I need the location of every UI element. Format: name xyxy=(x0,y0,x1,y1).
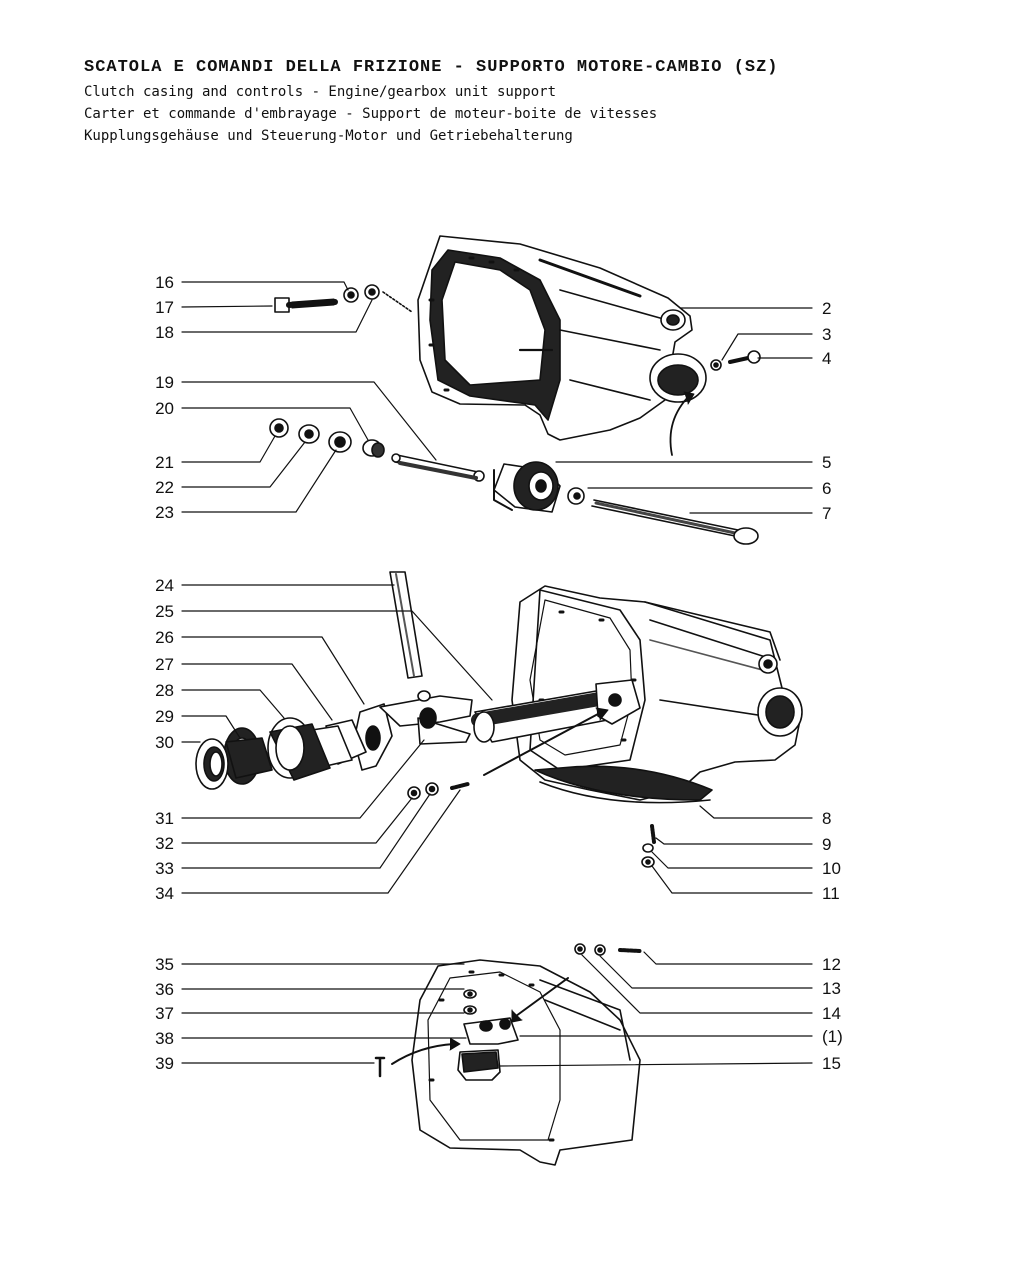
callout-right-2: 4 xyxy=(822,349,831,368)
bolt-set-16-18 xyxy=(274,284,413,313)
callout-right-4: 6 xyxy=(822,479,831,498)
callout-left-15: 31 xyxy=(155,809,174,828)
callout-left-10: 26 xyxy=(155,628,174,647)
callout-right-7: 9 xyxy=(822,835,831,854)
callout-left-17: 33 xyxy=(155,859,174,878)
callout-left-0: 16 xyxy=(155,273,174,292)
callout-left-6: 22 xyxy=(155,478,174,497)
callout-right-8: 10 xyxy=(822,859,841,878)
callout-left-3: 19 xyxy=(155,373,174,392)
bolt-set-3-4 xyxy=(710,350,761,371)
callout-left-1: 17 xyxy=(155,298,174,317)
callout-labels: 1617181920212223242526272829303132333435… xyxy=(155,273,843,1073)
gearbox-housing-middle xyxy=(511,585,803,804)
title-french: Carter et commande d'embrayage - Support… xyxy=(84,106,658,122)
title-italian: SCATOLA E COMANDI DELLA FRIZIONE - SUPPO… xyxy=(84,58,779,77)
nuts-32-34 xyxy=(407,707,609,800)
callout-left-9: 25 xyxy=(155,602,174,621)
callout-right-9: 11 xyxy=(822,884,840,903)
callout-left-5: 21 xyxy=(155,453,174,472)
callout-right-11: 13 xyxy=(822,979,841,998)
mount-assembly-5-7-19-23 xyxy=(269,418,759,545)
leader-lines xyxy=(181,281,813,1067)
callout-left-4: 20 xyxy=(155,399,174,418)
callout-left-19: 35 xyxy=(155,955,174,974)
callout-left-13: 29 xyxy=(155,707,174,726)
callout-right-5: 7 xyxy=(822,504,831,523)
callout-left-8: 24 xyxy=(155,576,174,595)
release-fork-26-31 xyxy=(195,690,473,790)
callout-left-12: 28 xyxy=(155,681,174,700)
callout-left-14: 30 xyxy=(155,733,174,752)
callout-left-18: 34 xyxy=(155,884,174,903)
callout-left-20: 36 xyxy=(155,980,174,999)
callout-right-1: 3 xyxy=(822,325,831,344)
callout-right-12: 14 xyxy=(822,1004,841,1023)
callout-right-3: 5 xyxy=(822,453,831,472)
release-shaft-24-25 xyxy=(389,571,641,743)
callout-left-22: 38 xyxy=(155,1029,174,1048)
callout-left-2: 18 xyxy=(155,323,174,342)
clutch-housing-top xyxy=(417,235,707,456)
callout-right-6: 8 xyxy=(822,809,831,828)
callout-right-14: 15 xyxy=(822,1054,841,1073)
callout-right-10: 12 xyxy=(822,955,841,974)
title-english: Clutch casing and controls - Engine/gear… xyxy=(84,84,557,100)
callout-left-21: 37 xyxy=(155,1004,174,1023)
callout-left-11: 27 xyxy=(155,655,174,674)
screw-set-9-11 xyxy=(641,824,656,868)
callout-left-23: 39 xyxy=(155,1054,174,1073)
callout-left-16: 32 xyxy=(155,834,174,853)
title-german: Kupplungsgehäuse und Steuerung-Motor und… xyxy=(84,128,573,144)
callout-left-7: 23 xyxy=(155,503,174,522)
callout-right-13: (1) xyxy=(822,1027,843,1046)
callout-right-0: 2 xyxy=(822,299,831,318)
gearbox-housing-bottom xyxy=(374,943,642,1166)
